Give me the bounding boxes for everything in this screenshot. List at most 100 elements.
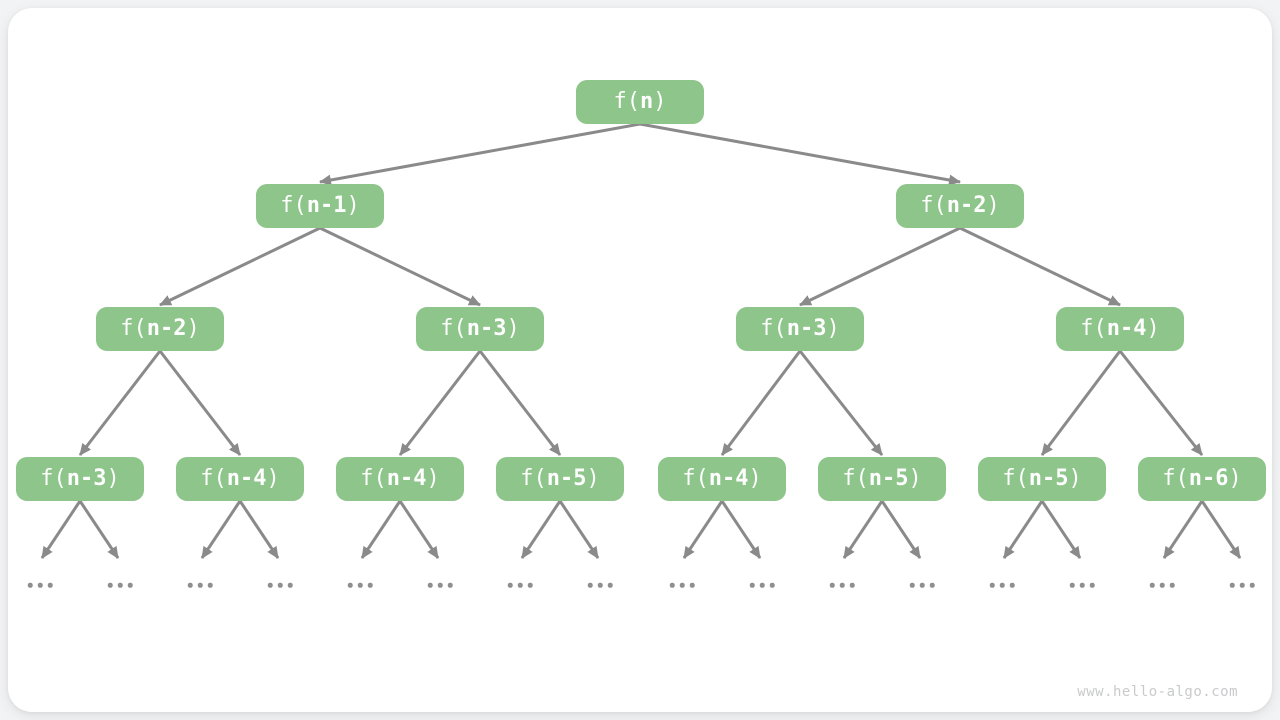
dot bbox=[37, 582, 43, 588]
edge-arrow bbox=[78, 500, 120, 559]
dot bbox=[829, 582, 835, 588]
ellipsis-dots bbox=[909, 582, 935, 588]
node-label-suffix: ) bbox=[186, 316, 200, 341]
ellipsis-dots bbox=[669, 582, 695, 588]
node-label-suffix: ) bbox=[1146, 316, 1160, 341]
dot bbox=[197, 582, 203, 588]
node-label-suffix: ) bbox=[986, 193, 1000, 218]
node-label-arg: n-4 bbox=[708, 466, 749, 491]
watermark: www.hello-algo.com bbox=[1077, 684, 1238, 700]
node-label-prefix: f( bbox=[842, 466, 869, 491]
tree-node: f(n-3) bbox=[736, 307, 864, 351]
dot bbox=[849, 582, 855, 588]
dot bbox=[287, 582, 293, 588]
edge-arrow bbox=[842, 500, 884, 559]
ellipsis-dots bbox=[1229, 582, 1255, 588]
edge-arrow bbox=[799, 226, 961, 307]
dot bbox=[587, 582, 593, 588]
node-label-prefix: f( bbox=[120, 316, 147, 341]
edge-arrow bbox=[1118, 350, 1204, 456]
dot bbox=[507, 582, 513, 588]
dot bbox=[427, 582, 433, 588]
ellipsis-dots bbox=[187, 582, 213, 588]
edge-arrow bbox=[159, 226, 321, 307]
ellipsis-dots bbox=[507, 582, 533, 588]
node-label-suffix: ) bbox=[826, 316, 840, 341]
node-label-arg: n-5 bbox=[1028, 466, 1069, 491]
dot bbox=[517, 582, 523, 588]
node-label-suffix: ) bbox=[908, 466, 922, 491]
dot bbox=[117, 582, 123, 588]
edge-arrow bbox=[319, 122, 641, 186]
tree-node: f(n-2) bbox=[896, 184, 1024, 228]
dot bbox=[929, 582, 935, 588]
node-label-arg: n-2 bbox=[146, 316, 187, 341]
node-label-prefix: f( bbox=[360, 466, 387, 491]
dot bbox=[107, 582, 113, 588]
dot bbox=[999, 582, 1005, 588]
node-label-suffix: ) bbox=[266, 466, 280, 491]
node-label-prefix: f( bbox=[920, 193, 947, 218]
node-label-prefix: f( bbox=[682, 466, 709, 491]
dot bbox=[357, 582, 363, 588]
dot bbox=[1159, 582, 1165, 588]
ellipsis-dots bbox=[749, 582, 775, 588]
dot bbox=[437, 582, 443, 588]
edge-arrow bbox=[238, 500, 280, 559]
edge-arrow bbox=[1040, 500, 1082, 559]
tree-node: f(n-5) bbox=[496, 457, 624, 501]
edge-arrow bbox=[158, 350, 242, 456]
dot bbox=[1079, 582, 1085, 588]
ellipsis-dots bbox=[1069, 582, 1095, 588]
node-label-arg: n-3 bbox=[66, 466, 107, 491]
ellipsis-dots bbox=[829, 582, 855, 588]
dot bbox=[607, 582, 613, 588]
node-label-prefix: f( bbox=[200, 466, 227, 491]
edge-arrow bbox=[1200, 500, 1242, 559]
tree-node: f(n-4) bbox=[176, 457, 304, 501]
dot bbox=[1009, 582, 1015, 588]
node-label-prefix: f( bbox=[520, 466, 547, 491]
edge-arrow bbox=[1002, 500, 1044, 559]
dot bbox=[989, 582, 995, 588]
node-label-suffix: ) bbox=[1228, 466, 1242, 491]
node-label-suffix: ) bbox=[346, 193, 360, 218]
edge-arrow bbox=[1162, 500, 1204, 559]
edge-arrow bbox=[200, 500, 242, 559]
dot bbox=[769, 582, 775, 588]
node-label-suffix: ) bbox=[748, 466, 762, 491]
edge-arrow bbox=[639, 122, 961, 186]
node-label-arg: n-3 bbox=[466, 316, 507, 341]
edge-arrow bbox=[360, 500, 402, 559]
node-label-prefix: f( bbox=[40, 466, 67, 491]
dot bbox=[447, 582, 453, 588]
tree-node: f(n-6) bbox=[1138, 457, 1266, 501]
ellipsis-dots bbox=[347, 582, 373, 588]
edge-arrow bbox=[1040, 350, 1122, 456]
node-label-prefix: f( bbox=[1080, 316, 1107, 341]
ellipsis-dots bbox=[427, 582, 453, 588]
dot bbox=[27, 582, 33, 588]
edge-arrow bbox=[398, 500, 440, 559]
edge-arrow bbox=[682, 500, 724, 559]
dot bbox=[679, 582, 685, 588]
edge-arrow bbox=[319, 226, 481, 307]
dot bbox=[669, 582, 675, 588]
dot bbox=[759, 582, 765, 588]
dot bbox=[47, 582, 53, 588]
dot bbox=[597, 582, 603, 588]
tree-node: f(n-3) bbox=[16, 457, 144, 501]
node-label-prefix: f( bbox=[760, 316, 787, 341]
node-label-suffix: ) bbox=[106, 466, 120, 491]
dot bbox=[367, 582, 373, 588]
node-label-prefix: f( bbox=[1162, 466, 1189, 491]
tree-node: f(n-1) bbox=[256, 184, 384, 228]
tree-node: f(n-5) bbox=[818, 457, 946, 501]
ellipsis-dots bbox=[107, 582, 133, 588]
dot bbox=[267, 582, 273, 588]
ellipsis-dots bbox=[1149, 582, 1175, 588]
edge-arrow bbox=[720, 350, 802, 456]
node-label-suffix: ) bbox=[426, 466, 440, 491]
